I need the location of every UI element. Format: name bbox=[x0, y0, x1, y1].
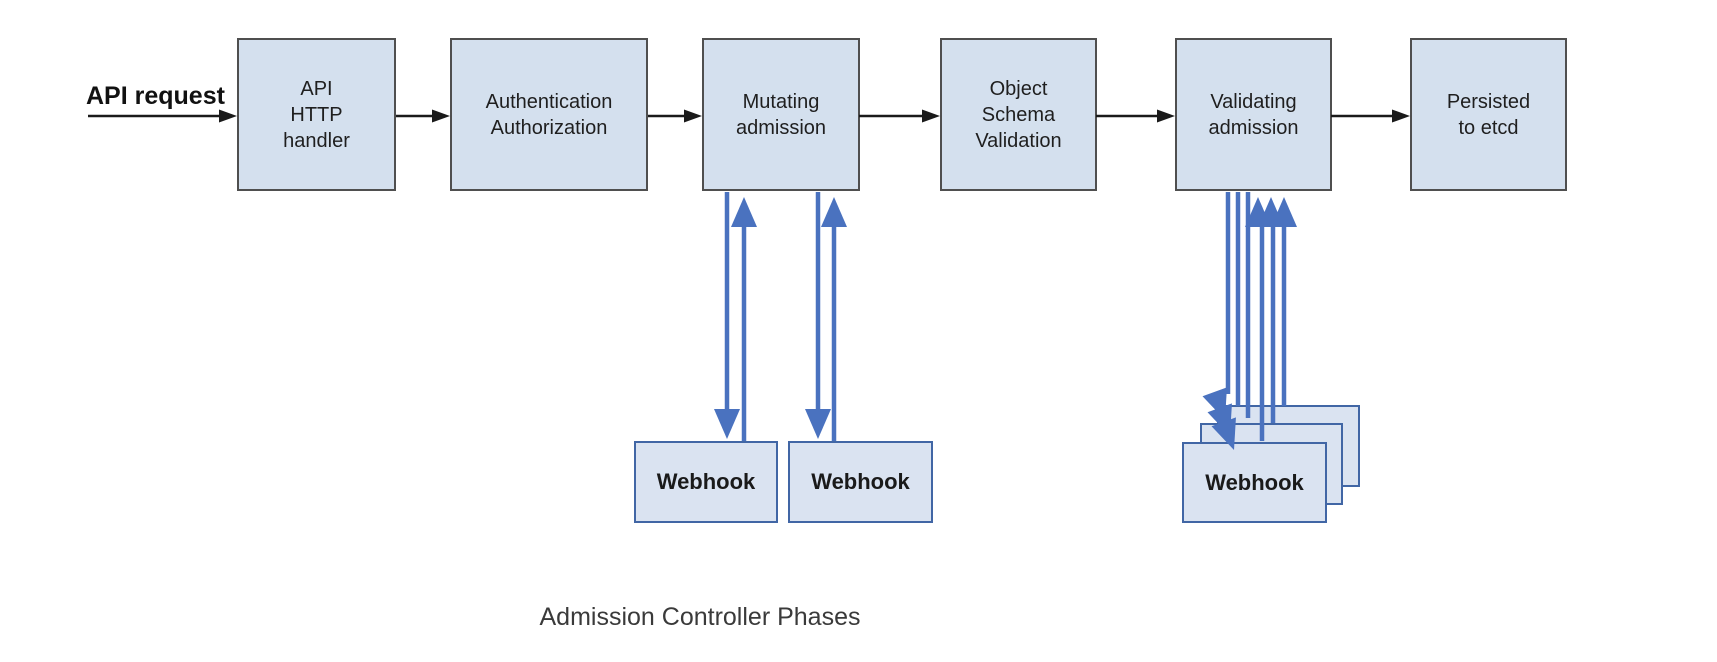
phase-label-mutating-admission: Mutating admission bbox=[735, 90, 827, 139]
validating-webhook-box-front: Webhook bbox=[1182, 442, 1327, 523]
phase-box-mutating-admission: Mutating admission bbox=[702, 38, 860, 191]
mutating-webhook1-up-arrow bbox=[731, 197, 757, 441]
mutating-webhook-box-1: Webhook bbox=[634, 441, 778, 523]
phase-box-authentication-authorization: Authentication Authorization bbox=[450, 38, 648, 191]
phase-box-validating-admission: Validating admission bbox=[1175, 38, 1332, 191]
phase-label-object-schema-validation: Object Schema Validation bbox=[975, 77, 1062, 152]
phase-label-persisted-to-etcd: Persisted to etcd bbox=[1446, 90, 1531, 139]
flow-arrow-handler-to-auth bbox=[396, 109, 450, 123]
flow-arrow-schema-to-validating bbox=[1096, 109, 1175, 123]
mutating-webhook-label-1: Webhook bbox=[656, 469, 756, 494]
mutating-webhook2-down-arrow bbox=[805, 192, 831, 439]
phase-label-authentication-authorization: Authentication Authorization bbox=[485, 90, 613, 139]
mutating-webhook-label-2: Webhook bbox=[811, 469, 910, 494]
phase-label-api-http-handler: API HTTP handler bbox=[283, 77, 350, 152]
validating-webhook-label-front: Webhook bbox=[1205, 469, 1304, 495]
api-request-arrow bbox=[88, 109, 237, 123]
flow-arrow-validating-to-etcd bbox=[1331, 109, 1410, 123]
api-request-label: API request bbox=[86, 82, 225, 110]
flow-arrow-auth-to-mutating bbox=[648, 109, 702, 123]
phase-box-object-schema-validation: Object Schema Validation bbox=[940, 38, 1097, 191]
phase-label-validating-admission: Validating admission bbox=[1208, 90, 1299, 139]
phase-box-persisted-to-etcd: Persisted to etcd bbox=[1410, 38, 1567, 191]
diagram-caption: Admission Controller Phases bbox=[539, 603, 861, 631]
phase-box-api-http-handler: API HTTP handler bbox=[237, 38, 396, 191]
mutating-webhook1-down-arrow bbox=[714, 192, 740, 439]
mutating-webhook-box-2: Webhook bbox=[788, 441, 933, 523]
flow-arrow-mutating-to-schema bbox=[859, 109, 940, 123]
mutating-webhook2-up-arrow bbox=[821, 197, 847, 441]
